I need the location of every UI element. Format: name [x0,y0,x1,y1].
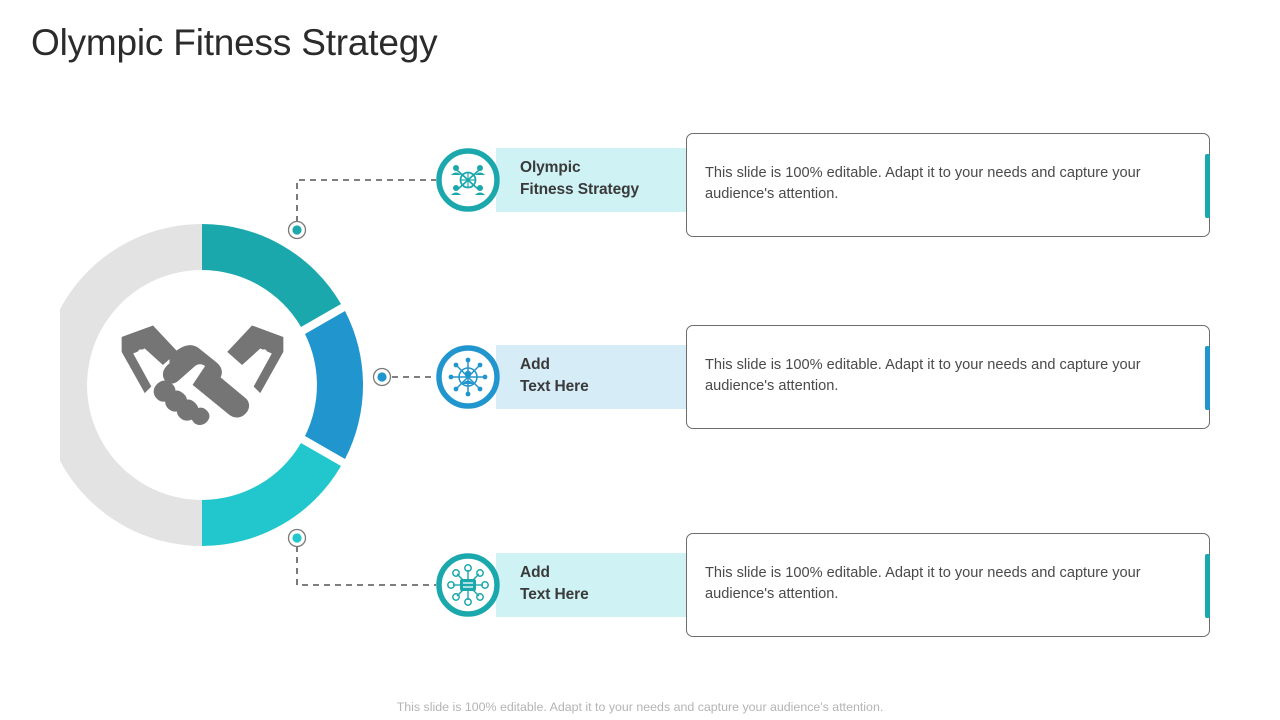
card-text-2: This slide is 100% editable. Adapt it to… [705,357,1141,394]
donut-segment-top [202,224,341,327]
row-label-2: Add Text Here [520,354,710,397]
user-network-icon[interactable] [436,345,500,409]
list-item[interactable]: Olympic Fitness Strategy [436,148,712,212]
donut-graphic [60,210,390,560]
row-label-1: Olympic Fitness Strategy [520,157,710,200]
row-band-1 [496,148,712,212]
row-label-1-line1: Olympic [520,159,581,176]
row-label-2-line2: Text Here [520,377,589,395]
list-item[interactable]: Add Text Here [436,345,712,409]
row-label-2-line1: Add [520,356,550,373]
card-text-3: This slide is 100% editable. Adapt it to… [705,565,1141,602]
donut-svg [60,224,364,546]
text-card-3[interactable]: This slide is 100% editable. Adapt it to… [686,533,1210,637]
network-people-icon[interactable] [436,148,500,212]
server-hub-icon[interactable] [436,553,500,617]
footer-note: This slide is 100% editable. Adapt it to… [396,700,884,714]
row-label-3-line1: Add [520,564,550,581]
handshake-icon [121,325,284,425]
row-label-3-line2: Text Here [520,585,589,603]
list-item[interactable]: Add Text Here [436,553,712,617]
row-label-3: Add Text Here [520,562,710,605]
text-card-2[interactable]: This slide is 100% editable. Adapt it to… [686,325,1210,429]
page-title: Olympic Fitness Strategy [31,22,438,63]
donut-segment-inactive [60,224,202,546]
text-card-1[interactable]: This slide is 100% editable. Adapt it to… [686,133,1210,237]
donut-segment-middle [305,311,364,459]
card-accent-3 [1205,554,1210,618]
card-accent-2 [1205,346,1210,410]
card-accent-1 [1205,154,1210,218]
row-label-1-line2: Fitness Strategy [520,180,639,198]
card-text-1: This slide is 100% editable. Adapt it to… [705,165,1141,202]
donut-segment-bottom [202,443,341,546]
row-band-2 [496,345,712,409]
row-band-3 [496,553,712,617]
